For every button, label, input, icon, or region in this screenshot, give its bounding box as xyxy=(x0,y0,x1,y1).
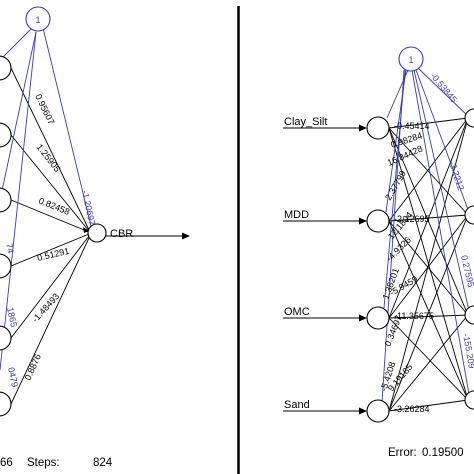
input-node-sand xyxy=(366,399,390,423)
left-output-label: CBR xyxy=(110,228,133,240)
input-weight-clay-silt: -0.45414 xyxy=(394,121,430,131)
left-steps-value: 824 xyxy=(93,457,113,469)
input-arrowhead-2 xyxy=(359,217,367,225)
input-arrowhead-4 xyxy=(359,407,367,415)
left-network: 1 CBR 0.95607 1.25905 0.82458 0.51291 -1… xyxy=(0,6,190,469)
right-error-label: Error: xyxy=(388,447,417,459)
input-label-omc: OMC xyxy=(284,306,310,318)
left-arrowhead xyxy=(83,227,89,233)
left-steps-label: Steps: xyxy=(27,457,60,469)
left-hidden-node-5 xyxy=(0,325,12,351)
input-label-mdd: MDD xyxy=(284,209,309,221)
left-bias-edge-c xyxy=(0,31,37,371)
left-partial-weight-3: 0479 xyxy=(6,366,20,388)
left-hidden-node-6 xyxy=(0,391,12,417)
right-bias-label: 1 xyxy=(408,55,413,65)
input-weight-mdd: -2.12695 xyxy=(394,214,430,224)
right-bias-weight-3: 0.27595 xyxy=(459,254,474,288)
input-label-sand: Sand xyxy=(284,399,310,411)
right-bias-weight-4: -155.209 xyxy=(461,333,474,370)
right-network: 1 Clay_Silt MDD OMC Sand -0.45414 -2.126… xyxy=(283,46,474,459)
input-node-clay-silt xyxy=(366,116,390,140)
left-hidden-node-4 xyxy=(0,253,12,279)
left-bias-edge-a xyxy=(0,27,33,61)
left-bias-edge-out xyxy=(42,27,92,227)
left-hidden-node-1 xyxy=(0,55,12,81)
left-output-arrowhead xyxy=(182,232,190,240)
input-node-mdd xyxy=(366,209,390,233)
right-hidden-node-3 xyxy=(464,305,474,325)
left-edge-3 xyxy=(10,199,90,233)
input-arrowhead-1 xyxy=(359,124,367,132)
left-weight-6: 0.8876 xyxy=(23,353,43,382)
left-edge-1 xyxy=(10,67,90,231)
left-bias-label: 1 xyxy=(35,15,40,25)
right-bias-weight-1: -0.53845 xyxy=(428,71,458,105)
input-node-omc xyxy=(366,306,390,330)
left-partial-weight-1: 74 xyxy=(4,242,16,254)
right-hidden-node-1 xyxy=(464,108,474,128)
input-arrowhead-3 xyxy=(359,314,367,322)
left-hidden-node-3 xyxy=(0,187,12,213)
left-weight-3: 0.82458 xyxy=(37,196,71,217)
right-hidden-node-2 xyxy=(464,205,474,225)
cross-weight-5: -4.9326 xyxy=(384,235,413,264)
left-bias-edge-b xyxy=(0,31,37,201)
left-edge-5 xyxy=(10,235,90,339)
input-weight-sand: -3.26284 xyxy=(394,404,430,414)
left-edge-6 xyxy=(10,237,90,405)
left-partial-weight-2: 1865 xyxy=(5,306,19,328)
right-error-value: 0.19500 xyxy=(422,447,464,459)
right-bias-node xyxy=(398,46,424,72)
left-bias-weight: -1.20697 xyxy=(80,189,97,226)
left-hidden-node-2 xyxy=(0,122,12,148)
left-edge-4 xyxy=(10,233,90,267)
input-weight-omc: -11.35675 xyxy=(394,311,434,321)
left-output-node xyxy=(87,223,107,243)
input-label-clay-silt: Clay_Silt xyxy=(284,116,327,128)
right-bias-weight-2: -3.2212 xyxy=(447,160,466,192)
right-hidden-node-4 xyxy=(464,390,474,410)
left-edge-2 xyxy=(10,134,90,232)
left-error-fragment: 66 xyxy=(0,457,13,469)
right-bias-edges xyxy=(381,67,471,403)
left-bias-node xyxy=(25,6,51,32)
left-weight-4: 0.51291 xyxy=(36,246,70,263)
